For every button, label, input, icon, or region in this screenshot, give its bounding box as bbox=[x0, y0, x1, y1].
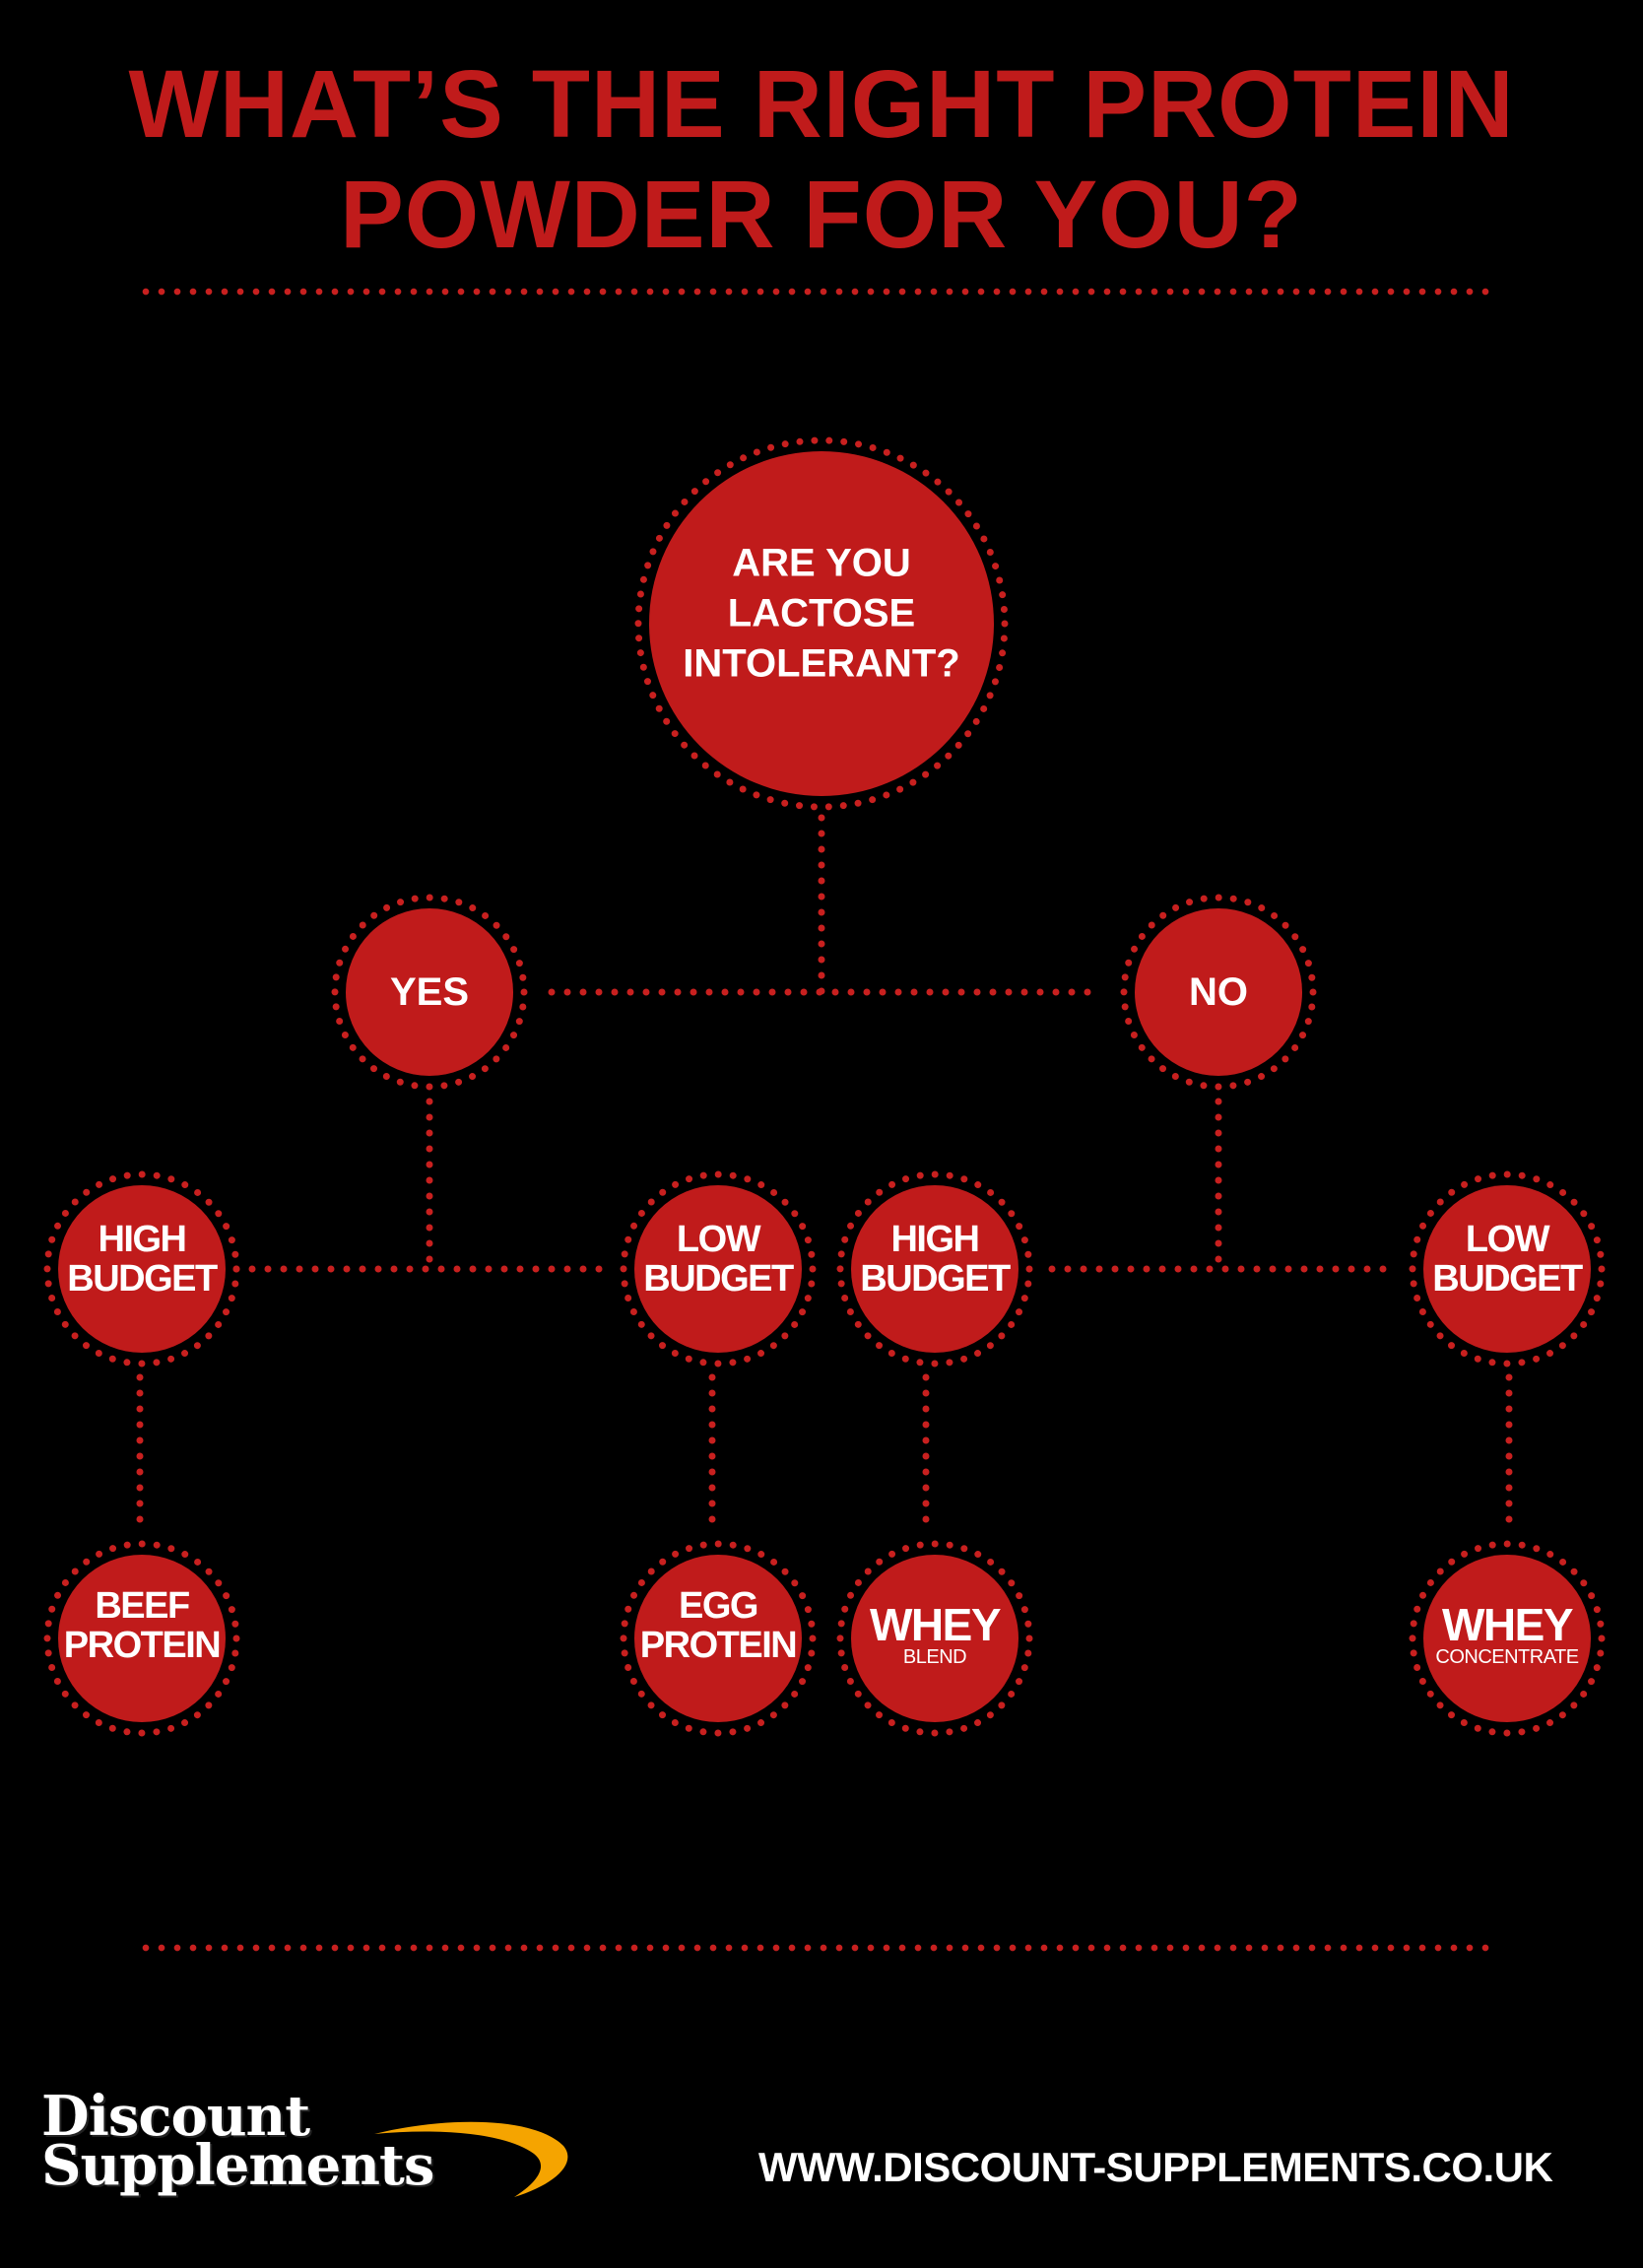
yes-low-budget-label: LOW BUDGET bbox=[643, 1219, 794, 1300]
yes-high-budget-node bbox=[43, 1170, 240, 1367]
result-whey-blend-node bbox=[836, 1540, 1033, 1737]
logo-word-discount: Discount bbox=[41, 2084, 310, 2149]
no-high-budget-node bbox=[836, 1170, 1033, 1367]
title-line-1: WHAT’S THE RIGHT PROTEIN bbox=[128, 50, 1515, 158]
no-low-budget-node bbox=[1409, 1170, 1606, 1367]
answer-no-label: NO bbox=[1189, 970, 1248, 1014]
result-whey-blend-label: WHEY BLEND bbox=[870, 1599, 1002, 1668]
yes-low-budget-node bbox=[620, 1170, 817, 1367]
result-egg-protein-label: EGG PROTEIN bbox=[639, 1585, 798, 1666]
root-question-node bbox=[634, 436, 1009, 811]
answer-no-node bbox=[1120, 894, 1317, 1091]
result-beef-protein-label: BEEF PROTEIN bbox=[63, 1585, 222, 1666]
website-url: WWW.DISCOUNT-SUPPLEMENTS.CO.UK bbox=[758, 2144, 1553, 2190]
result-whey-concentrate-label: WHEY CONCENTRATE bbox=[1435, 1599, 1579, 1668]
answer-yes-label: YES bbox=[389, 970, 470, 1014]
page-title: WHAT’S THE RIGHT PROTEIN POWDER FOR YOU? bbox=[0, 49, 1643, 270]
title-line-2: POWDER FOR YOU? bbox=[340, 161, 1303, 268]
answer-yes-node bbox=[331, 894, 528, 1091]
flowchart-connectors bbox=[136, 814, 1513, 1529]
yes-high-budget-label: HIGH BUDGET bbox=[67, 1219, 218, 1300]
top-dotted-divider bbox=[138, 288, 1492, 296]
swoosh-icon bbox=[374, 2121, 568, 2197]
no-low-budget-label: LOW BUDGET bbox=[1432, 1219, 1583, 1300]
flowchart-nodes bbox=[43, 436, 1606, 1737]
logo-word-supplements: Supplements bbox=[41, 2133, 434, 2198]
result-beef-protein-node bbox=[43, 1540, 240, 1737]
no-high-budget-label: HIGH BUDGET bbox=[860, 1219, 1011, 1300]
result-whey-concentrate-node bbox=[1409, 1540, 1606, 1737]
bottom-dotted-divider bbox=[138, 1944, 1492, 1952]
root-question-label: ARE YOU LACTOSE INTOLERANT? bbox=[683, 541, 960, 686]
result-egg-protein-node bbox=[620, 1540, 817, 1737]
discount-supplements-logo: Discount Supplements bbox=[41, 2077, 568, 2205]
